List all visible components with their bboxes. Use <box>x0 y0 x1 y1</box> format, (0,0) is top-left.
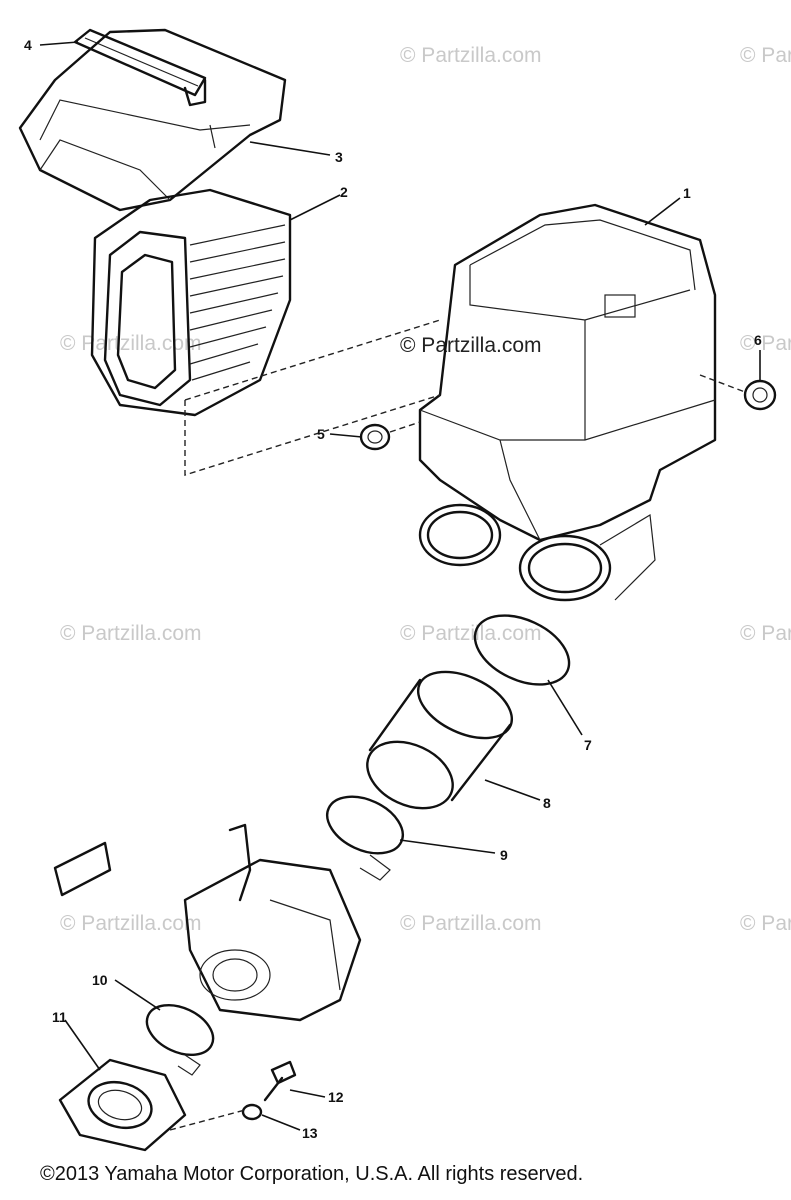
watermark: © Partzilla.com <box>60 912 202 935</box>
part-2-filter <box>90 188 292 417</box>
watermark: © Partzilla.com <box>60 332 202 355</box>
part-3-cover <box>18 28 287 212</box>
callout-10: 10 <box>92 972 108 988</box>
watermark: © Partzilla.com <box>400 44 542 67</box>
callout-5: 5 <box>317 426 325 442</box>
callout-4: 4 <box>24 37 32 53</box>
part-6-grommet <box>743 379 777 411</box>
watermark: © Partzilla.com <box>400 622 542 645</box>
part-9-clamp <box>326 795 404 881</box>
part-5-grommet <box>359 423 391 451</box>
callout-numbers: 4 3 2 1 5 6 7 8 9 10 11 12 13 <box>24 37 762 1141</box>
watermark: © Partzilla.com <box>740 44 791 67</box>
carburetor <box>183 823 362 1022</box>
fwd-arrow-icon: FWD <box>53 841 112 897</box>
callout-7: 7 <box>584 737 592 753</box>
part-1-case <box>418 203 717 602</box>
watermark: © Partzilla.com <box>400 912 542 935</box>
watermark: © Partzilla.com <box>60 622 202 645</box>
callout-8: 8 <box>543 795 551 811</box>
callout-2: 2 <box>340 184 348 200</box>
callout-1: 1 <box>683 185 691 201</box>
callout-9: 9 <box>500 847 508 863</box>
callout-13: 13 <box>302 1125 318 1141</box>
watermark: © Partzilla.com <box>400 334 542 357</box>
watermark: © Partzilla.com <box>740 912 791 935</box>
part-12-bolt <box>263 1060 297 1102</box>
part-13-washer <box>241 1103 263 1121</box>
leader-lines <box>39 41 761 1131</box>
callout-12: 12 <box>328 1089 344 1105</box>
assembly-lines <box>169 319 746 1131</box>
watermarks: © Partzilla.com © Partzilla.com © Partzi… <box>60 44 791 935</box>
fwd-label: FWD <box>67 858 100 884</box>
part-4-strap <box>73 28 207 107</box>
part-7-oring <box>473 614 571 686</box>
callout-3: 3 <box>335 149 343 165</box>
part-10-clamp <box>145 1003 215 1076</box>
callout-11: 11 <box>52 1009 67 1025</box>
part-8-joint <box>366 670 514 810</box>
copyright-notice: ©2013 Yamaha Motor Corporation, U.S.A. A… <box>40 1163 584 1185</box>
watermark: © Partzilla.com <box>740 332 791 355</box>
callout-6: 6 <box>754 332 762 348</box>
part-11-manifold <box>58 1058 187 1152</box>
watermark: © Partzilla.com <box>740 622 791 645</box>
